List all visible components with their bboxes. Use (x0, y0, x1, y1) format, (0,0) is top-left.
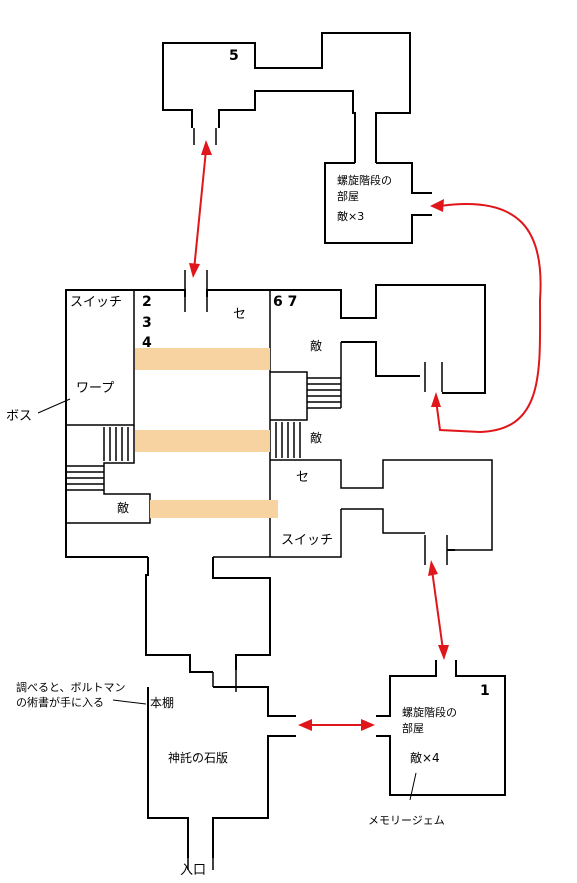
switch-top-label: スイッチ (70, 295, 122, 310)
arrow-bottom-horizontal (298, 719, 375, 731)
switch-bottom-label: スイッチ (281, 533, 333, 548)
label-2: 2 (142, 294, 152, 310)
label-3: 3 (142, 315, 152, 331)
bridge-3 (150, 500, 278, 518)
tablet-area (145, 557, 296, 870)
enemy-right-mid: 敵 (310, 430, 322, 445)
spiral-top-enemy: 敵×3 (337, 210, 364, 223)
arrow-right-loop (430, 199, 542, 434)
se-top-label: セ (233, 307, 246, 322)
arrow-top-vertical (189, 140, 212, 278)
bridge-1 (135, 348, 270, 370)
note-line-1: 調べると、ボルトマン (16, 680, 126, 694)
spiral-bottom-enemy: 敵×4 (410, 750, 440, 765)
memory-gem-label: メモリージェム (368, 814, 445, 827)
label-4: 4 (142, 335, 152, 351)
spiral-top-label-1: 螺旋階段の (337, 173, 392, 187)
enemy-left: 敵 (117, 500, 129, 515)
room-5-number: 5 (229, 48, 239, 64)
bridge-2 (135, 430, 270, 452)
boss-label: ボス (6, 409, 32, 424)
warp-label: ワープ (76, 381, 114, 396)
stairs-left-lower (66, 465, 104, 491)
note-pointer (112, 699, 147, 705)
memory-gem-pointer (409, 772, 417, 801)
main-hall (65, 270, 493, 558)
spiral-room-top (324, 162, 432, 244)
boss-pointer (37, 398, 71, 414)
stairs-right-upper (307, 377, 341, 409)
stairs-right-lower (275, 422, 301, 458)
stairs-left-upper (103, 427, 129, 461)
enemy-right-top: 敵 (310, 338, 322, 353)
bookshelf-label: 本棚 (150, 695, 174, 710)
note-line-2: の術書が手に入る (16, 695, 104, 709)
label-67: 6 7 (273, 294, 297, 310)
spiral-bottom-label-2: 部屋 (402, 721, 424, 735)
room-5 (162, 32, 411, 163)
room-1-number: 1 (480, 683, 490, 699)
arrow-right-vertical (428, 560, 449, 660)
spiral-bottom-label-1: 螺旋階段の (402, 705, 457, 719)
spiral-top-label-2: 部屋 (337, 189, 359, 203)
spiral-room-bottom (376, 660, 506, 796)
se-mid-label: セ (296, 470, 309, 485)
entrance-label: 入口 (180, 863, 206, 878)
tablet-label: 神託の石版 (168, 750, 228, 765)
